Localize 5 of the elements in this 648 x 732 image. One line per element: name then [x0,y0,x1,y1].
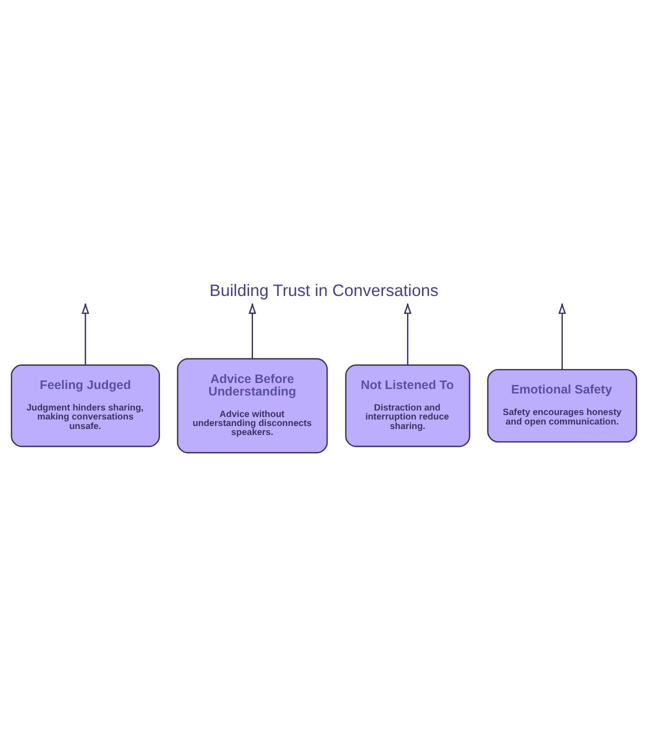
diagram-title: Building Trust in Conversations [210,280,438,300]
node-box: Feeling Judged Judgment hinders sharing, making conversations unsafe. [10,364,160,448]
node-box: Emotional Safety Safety encourages honesty and open communication. [487,368,638,443]
node-box: Not Listened To Distraction and interruption reduce sharing. [345,364,470,448]
node-box: Advice Before Understanding Advice without understanding disconnects speakers. [176,358,328,454]
